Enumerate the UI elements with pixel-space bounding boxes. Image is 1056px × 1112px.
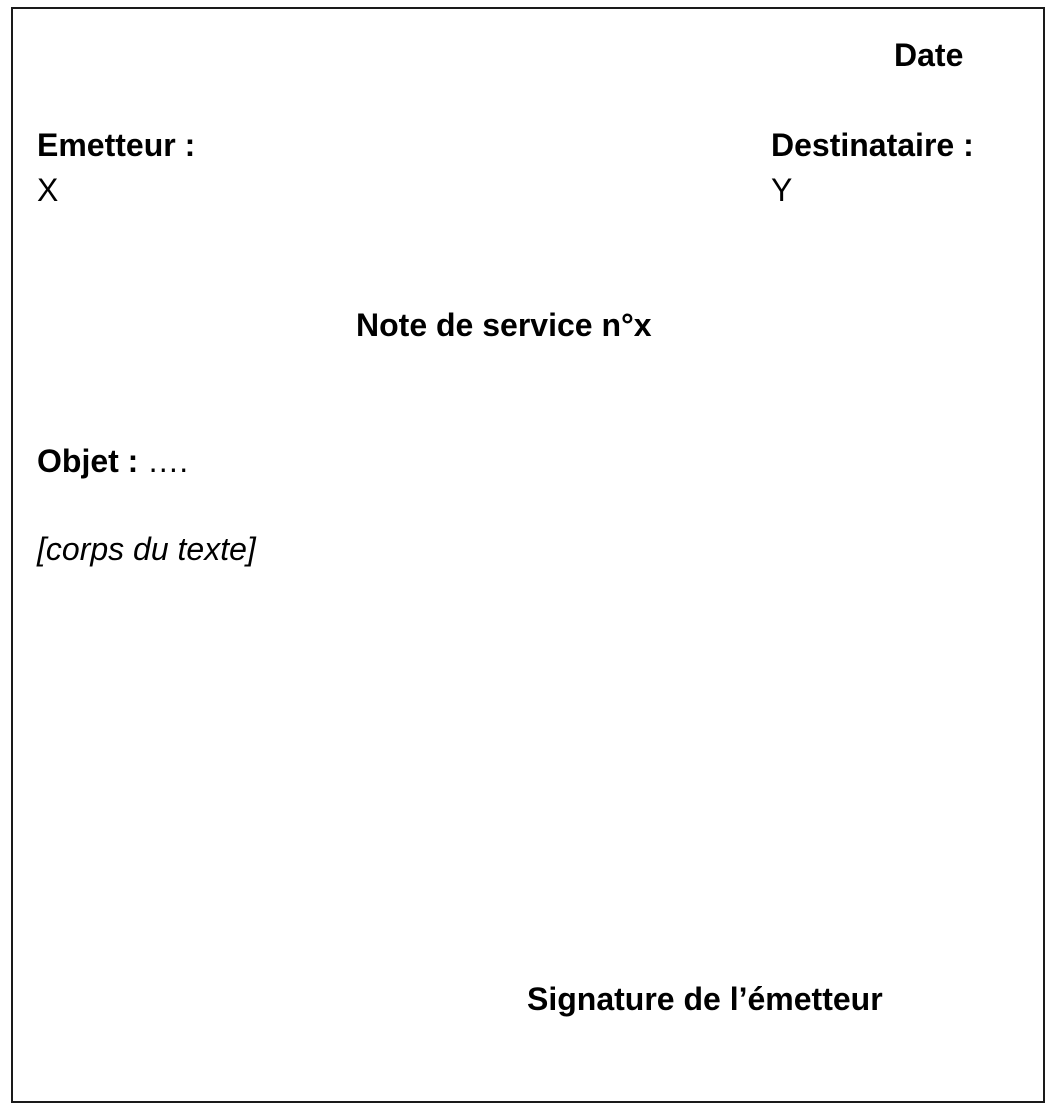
signature-label: Signature de l’émetteur	[527, 981, 883, 1017]
recipient-label: Destinataire :	[771, 127, 974, 163]
subject-value: ….	[147, 443, 189, 479]
date-label: Date	[894, 37, 964, 73]
memo-title: Note de service n°x	[356, 307, 652, 343]
subject-line: Objet : ….	[37, 445, 188, 477]
sender-value: X	[37, 172, 59, 208]
document-frame	[11, 7, 1045, 1103]
subject-label: Objet :	[37, 443, 139, 479]
sender-label: Emetteur :	[37, 127, 196, 163]
body-placeholder: [corps du texte]	[37, 531, 256, 567]
recipient-value: Y	[771, 172, 793, 208]
